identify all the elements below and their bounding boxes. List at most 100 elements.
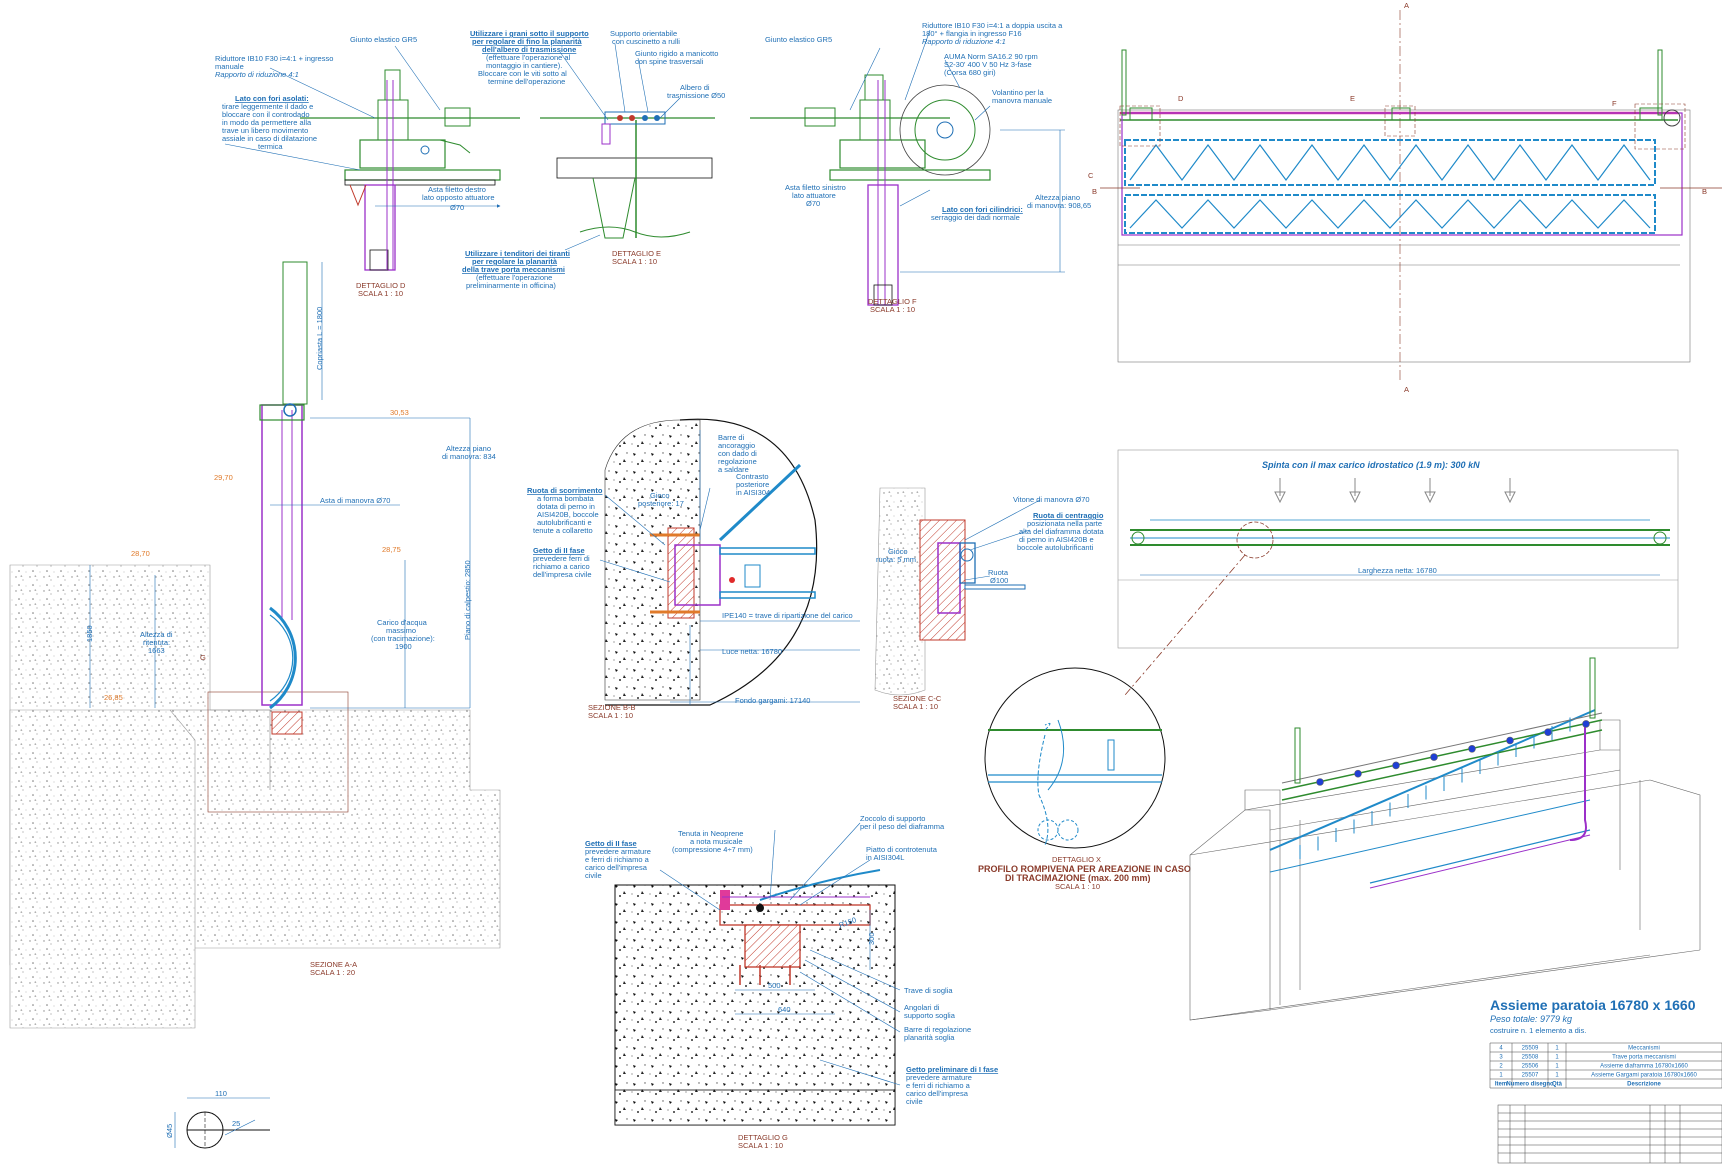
title-detail-e: DETTAGLIO E — [612, 249, 661, 258]
label-ruota-centr-title: Ruota di centraggio — [1033, 511, 1104, 520]
section-aa: Copriasta L = 1800 30,53 29,70 28,70 28,… — [9, 261, 501, 1029]
label-barre-reg-1: Barre di regolazione — [904, 1025, 971, 1034]
label-getto-prelim-2: e ferri di richiamo a — [906, 1081, 971, 1090]
bom-header: Descrizione — [1627, 1082, 1661, 1088]
bom-cell: 25507 — [1522, 1073, 1539, 1079]
dim-25: 25 — [232, 1119, 240, 1128]
label-tenditori-1: Utilizzare i tenditori dei tiranti — [465, 249, 570, 258]
label-larghezza-netta: Larghezza netta: 16780 — [1358, 566, 1437, 575]
label-getto-g-title: Getto di II fase — [585, 839, 637, 848]
section-cc: Vitone di manovra Ø70 Ruota di centraggi… — [874, 487, 1104, 711]
label-grani-6: Bloccare con le viti sotto al — [478, 69, 567, 78]
detail-g: Tenuta in Neoprene a nota musicale (comp… — [585, 814, 998, 1150]
label-barre-5: a saldare — [718, 465, 749, 474]
small-detail: 110 Ø45 25 — [165, 1089, 270, 1149]
label-ruota-centr-2: alta del diaframma dotata — [1019, 527, 1104, 536]
isometric-view — [1189, 657, 1701, 1021]
label-fondo-gargami: Fondo gargami: 17140 — [735, 696, 810, 705]
label-tenuta-3: (compressione 4÷7 mm) — [672, 845, 753, 854]
detail-f: Giunto elastico GR5 Riduttore IB10 F30 i… — [750, 21, 1091, 314]
label-angolari-2: supporto soglia — [904, 1011, 956, 1020]
label-getto-g-4: civile — [585, 871, 602, 880]
label-ipe140: IPE140 = trave di ripartizione del caric… — [722, 611, 853, 620]
section-bb: Barre di ancoraggio con dado di regolazi… — [527, 418, 860, 720]
elev-2870: 28,70 — [131, 549, 150, 558]
label-ruota-scorr-4: autolubrificanti e — [537, 518, 592, 527]
dim-500: 500 — [768, 981, 781, 990]
bom-cell: 1 — [1555, 1073, 1559, 1079]
label-copriasta: Copriasta L = 1800 — [315, 307, 324, 370]
label-riduttore-f: Riduttore IB10 F30 i=4:1 a doppia uscita… — [922, 21, 1063, 30]
label-asolati-4: trave un libero movimento — [222, 126, 308, 135]
title-section-aa: SEZIONE A-A — [310, 960, 357, 969]
label-getto-prelim-3: carico dell'impresa — [906, 1089, 969, 1098]
label-getto-g-1: prevedere armature — [585, 847, 651, 856]
label-asta-destro-3: Ø70 — [450, 203, 464, 212]
label-getto-bb-3: dell'impresa civile — [533, 570, 592, 579]
bom-cell: 1 — [1555, 1055, 1559, 1061]
bom-cell: 1 — [1499, 1073, 1503, 1079]
label-gioco-ruota-2: ruota: 5 mm — [876, 555, 916, 564]
scale-detail-e: SCALA 1 : 10 — [612, 257, 657, 266]
label-carico-2: massimo — [386, 626, 416, 635]
bom-cell: Trave porta meccanismi — [1612, 1055, 1676, 1061]
bom-cell: 2 — [1499, 1064, 1503, 1070]
label-trave-soglia: Trave di soglia — [904, 986, 953, 995]
assembly-title: Assieme paratoia 16780 x 1660 — [1490, 997, 1696, 1013]
scale-section-aa: SCALA 1 : 20 — [310, 968, 355, 977]
dim-300: 300 — [867, 932, 876, 945]
label-grani-5: montaggio in cantiere). — [486, 61, 562, 70]
label-asta-sinistro-2: lato attuatore — [792, 191, 836, 200]
label-cilindrici-2: serraggio dei dadi normale — [931, 213, 1020, 222]
title-detail-x: DETTAGLIO X — [1052, 855, 1101, 864]
label-luce-netta: Luce netta: 16780 — [722, 647, 782, 656]
label-gioco-ruota: Gioco — [888, 547, 908, 556]
label-asolati-1: tirare leggermente il dado e — [222, 102, 313, 111]
label-asolati-5: assiale in caso di dilatazione — [222, 134, 317, 143]
label-gioco-post-2: posteriore: 17 — [638, 499, 684, 508]
label-riduttore-d-3: Rapporto di riduzione 4:1 — [215, 70, 299, 79]
detail-mark-f: F — [1612, 99, 1617, 108]
label-vitone: Vitone di manovra Ø70 — [1013, 495, 1090, 504]
label-asolati-2: bloccare con il controdado — [222, 110, 310, 119]
label-carico-4: 1900 — [395, 642, 412, 651]
title-detail-g: DETTAGLIO G — [738, 1133, 788, 1142]
bom-cell: 3 — [1499, 1055, 1503, 1061]
section-mark-b-right: B — [1702, 187, 1707, 196]
elev-2875: 28,75 — [382, 545, 401, 554]
label-riduttore-d-2: manuale — [215, 62, 244, 71]
label-getto-bb-2: richiamo a carico — [533, 562, 590, 571]
bom-header: Numero disegno — [1506, 1082, 1554, 1088]
label-barre-4: regolazione — [718, 457, 757, 466]
section-mark-a-top: A — [1404, 1, 1409, 10]
label-altezza-f: Altezza piano — [1035, 193, 1080, 202]
label-ritenuta-3: 1663 — [148, 646, 165, 655]
label-auma-1: AUMA Norm SA16.2 90 rpm — [944, 52, 1038, 61]
label-getto-prelim-1: prevedere armature — [906, 1073, 972, 1082]
label-barre-3: con dado di — [718, 449, 757, 458]
label-calpestio: Piano di calpestio: 2850 — [463, 560, 472, 640]
detail-d: Giunto elastico GR5 Riduttore IB10 F30 i… — [215, 35, 520, 298]
label-getto-g-3: carico dell'impresa — [585, 863, 648, 872]
label-carico: Carico d'acqua — [377, 618, 428, 627]
label-riduttore-f-3: Rapporto di riduzione 4:1 — [922, 37, 1006, 46]
label-riduttore-d: Riduttore IB10 F30 i=4:1 + ingresso — [215, 54, 333, 63]
bom-header: Item — [1495, 1082, 1507, 1088]
label-ruota-scorr-5: tenute a collaretto — [533, 526, 593, 535]
label-barre-reg-2: planarità soglia — [904, 1033, 955, 1042]
label-tenditori-2: per regolare la planarità — [472, 257, 558, 266]
label-gioco-post: Gioco — [650, 491, 670, 500]
revision-block — [1497, 1104, 1722, 1164]
label-asta-destro-2: lato opposto attuatore — [422, 193, 495, 202]
detail-e: Utilizzare i grani sotto il supporto per… — [462, 29, 725, 290]
label-tenditori-3: della trave porta meccanismi — [462, 265, 565, 274]
title-section-bb: SEZIONE B-B — [588, 703, 636, 712]
label-barre-1: Barre di — [718, 433, 745, 442]
title-block: Assieme paratoia 16780 x 1660 Peso total… — [1489, 997, 1722, 1164]
front-view: A A D E F B B C — [1088, 1, 1722, 394]
label-giunto-f: Giunto elastico GR5 — [765, 35, 832, 44]
label-barre-2: ancoraggio — [718, 441, 755, 450]
thrust-title: Spinta con il max carico idrostatico (1.… — [1262, 460, 1480, 470]
label-auma-2: S2-30' 400 V 50 Hz 3-fase — [944, 60, 1032, 69]
